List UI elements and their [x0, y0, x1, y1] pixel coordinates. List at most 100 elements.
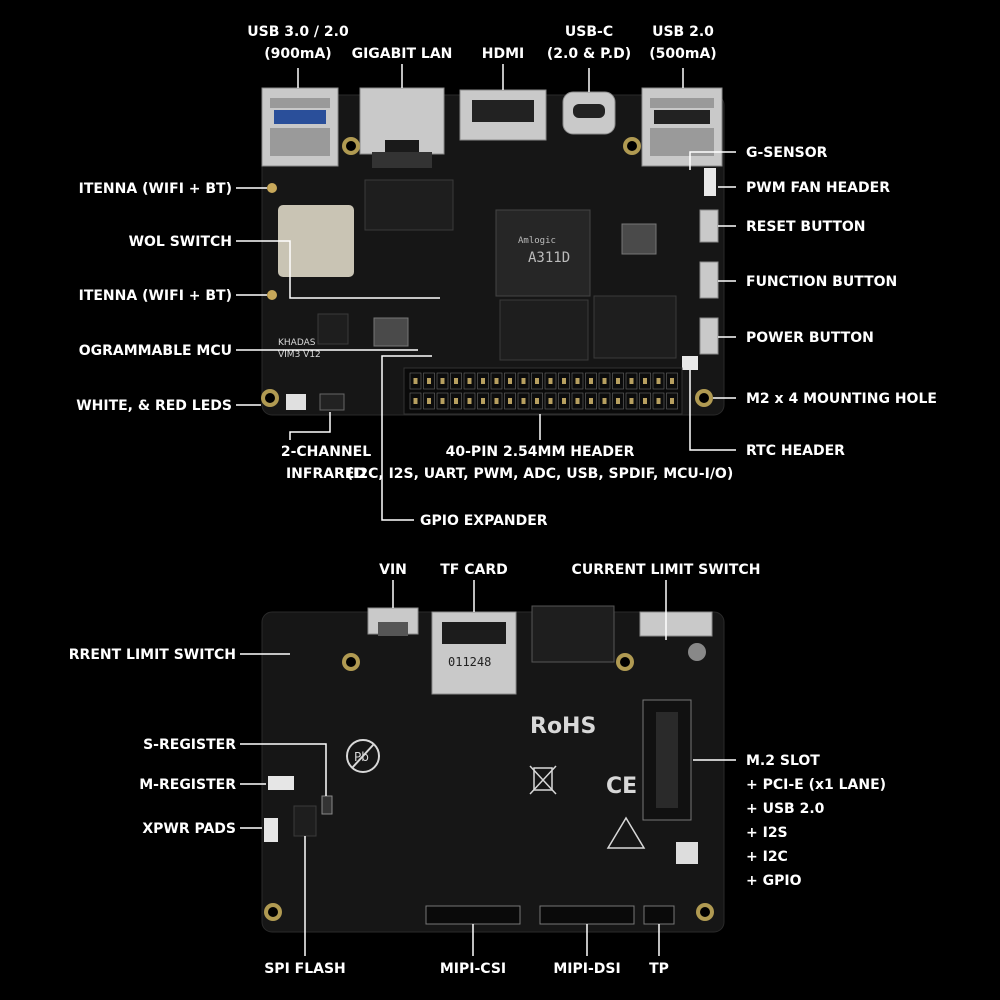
header-pin-contact: [656, 378, 661, 384]
reset-button-label: RESET BUTTON: [746, 219, 866, 235]
header-pin-contact: [562, 398, 566, 404]
pb-free-mark: Pb: [346, 739, 380, 773]
rtc-header: [682, 356, 698, 370]
spi-flash-label: SPI FLASH: [264, 961, 346, 977]
top-board: Amlogic A311D KHADAS VIM3 V12: [76, 24, 937, 529]
antenna-connector: [267, 183, 277, 193]
lan-port: [359, 87, 445, 168]
leader-line: [236, 240, 440, 299]
vin-header: [378, 622, 408, 636]
s-register-label: S-REGISTER: [143, 737, 236, 753]
header-pin-contact: [616, 378, 620, 384]
current-limit-switch-right-label: CURRENT LIMIT SWITCH: [572, 562, 761, 578]
qr-code: [676, 842, 698, 864]
led-block: [286, 394, 306, 410]
esd-mark: [606, 816, 646, 849]
header-pin-contact: [589, 398, 593, 404]
wol-switch-label: WOL SWITCH: [129, 234, 232, 250]
header-pin-contact: [427, 378, 431, 384]
m2-slot-label: M.2 SLOT: [746, 753, 820, 769]
leader-line: [689, 370, 736, 451]
power-button-label: POWER BUTTON: [746, 330, 874, 346]
header-pin-contact: [508, 398, 512, 404]
mounting-hole: [623, 137, 641, 155]
inductor: [621, 223, 657, 255]
tp-label: TP: [649, 961, 669, 977]
usb2-label-line1: USB 2.0: [652, 24, 714, 40]
power-button: [699, 317, 719, 355]
leds-label: WHITE, & RED LEDS: [76, 398, 232, 414]
header-pin-contact: [508, 378, 512, 384]
header-pin-contact: [670, 398, 674, 404]
tf-card-slot: 011248: [431, 611, 517, 695]
hdmi-label: HDMI: [482, 46, 524, 62]
m2-feature-i2c: + I2C: [746, 849, 788, 865]
usb3-label-line2: (900mA): [264, 46, 331, 62]
header-pin-contact: [589, 378, 593, 384]
usb2-port: [641, 87, 723, 167]
header-pin-contact: [494, 398, 499, 404]
soc-chip: Amlogic A311D: [495, 209, 591, 297]
vin-label: VIN: [379, 562, 407, 578]
pin-header-label-line1: 40-PIN 2.54MM HEADER: [446, 444, 635, 460]
m-register: [268, 776, 294, 790]
usbc-label-line1: USB-C: [565, 24, 613, 40]
ce-mark: CE: [606, 774, 637, 799]
header-pin-contact: [427, 398, 431, 404]
m2-feature-i2s: + I2S: [746, 825, 788, 841]
header-pin-contact: [670, 378, 674, 384]
header-pin-contact: [440, 398, 445, 404]
spi-flash-chip: [293, 805, 317, 837]
soc-brand: Amlogic: [518, 236, 556, 246]
header-pin-contact: [467, 398, 472, 404]
header-pin-contact: [521, 378, 526, 384]
mcu-chip: [317, 313, 349, 345]
current-limit-switch-left-label: RRENT LIMIT SWITCH: [69, 647, 236, 663]
function-button-label: FUNCTION BUTTON: [746, 274, 897, 290]
header-pin-contact: [575, 378, 580, 384]
m2-feature-pcie: + PCI-E (x1 LANE): [746, 777, 886, 793]
header-pin-contact: [481, 398, 485, 404]
header-pin-contact: [643, 378, 647, 384]
lan-back: [531, 605, 615, 663]
xpwr-pads: [264, 818, 278, 842]
mounting-hole-label: M2 x 4 MOUNTING HOLE: [746, 391, 937, 407]
header-pin-contact: [562, 378, 566, 384]
mipi-dsi-connector: [539, 905, 635, 925]
leader-line: [289, 412, 331, 440]
infrared-label-line1: 2-CHANNEL: [281, 444, 371, 460]
reset-button: [699, 209, 719, 243]
hdmi-port: [459, 89, 547, 141]
header-pin-contact: [548, 378, 553, 384]
board-logo: KHADAS: [278, 338, 316, 348]
header-pin-contact: [548, 398, 553, 404]
mounting-hole: [696, 903, 714, 921]
ram-chip: [593, 295, 677, 359]
usb-back: [639, 611, 713, 637]
ram-chip: [499, 299, 589, 361]
m-register-label: M-REGISTER: [139, 777, 236, 793]
inductor: [373, 317, 409, 347]
rtc-header-label: RTC HEADER: [746, 443, 845, 459]
bottom-board: 011248 RoHS CE Pb: [69, 562, 886, 977]
antenna-label-2: ITENNA (WIFI + BT): [79, 288, 232, 304]
usbc-label-line2: (2.0 & P.D): [547, 46, 631, 62]
pin-header-label-line2: (I2C, I2S, UART, PWM, ADC, USB, SPDIF, M…: [347, 466, 733, 482]
usb3-label-line1: USB 3.0 / 2.0: [247, 24, 349, 40]
gigabit-lan-label: GIGABIT LAN: [352, 46, 453, 62]
tf-code: 011248: [448, 655, 491, 669]
usb2-label-line2: (500mA): [649, 46, 716, 62]
leader-line: [689, 151, 736, 170]
pwm-fan-header-label: PWM FAN HEADER: [746, 180, 890, 196]
function-button: [699, 261, 719, 299]
mounting-hole: [616, 653, 634, 671]
header-pin-contact: [481, 378, 485, 384]
infrared-label-line2: INFRARED: [286, 466, 366, 482]
antenna-label-1: ITENNA (WIFI + BT): [79, 181, 232, 197]
s-register: [321, 795, 333, 815]
m2-slot: [642, 699, 692, 821]
mipi-csi-label: MIPI-CSI: [440, 961, 506, 977]
header-pin-contact: [494, 378, 499, 384]
header-pin-contact: [440, 378, 445, 384]
